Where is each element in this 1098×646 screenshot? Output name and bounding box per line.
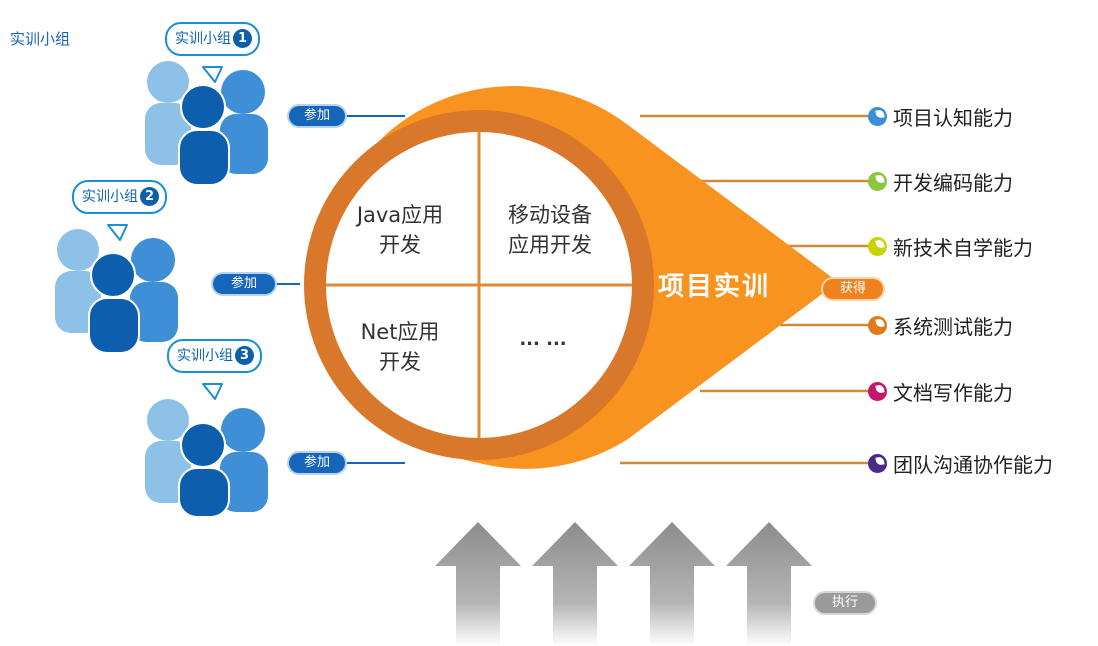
- ability-label: 开发编码能力: [893, 170, 1013, 195]
- ability-label: 项目认知能力: [893, 105, 1013, 130]
- quadrant-more-line1: ... ...: [519, 329, 567, 350]
- group-bubble-label: 实训小组: [175, 31, 231, 47]
- up-arrow-4: [726, 522, 812, 646]
- bubble-tail-2: [107, 224, 128, 241]
- people-group-2: [55, 229, 178, 354]
- quadrant-mobile-line2: 应用开发: [508, 233, 592, 257]
- up-arrow-2: [532, 522, 618, 646]
- join-badge-2: 参加: [213, 274, 275, 294]
- ability-icon: [868, 315, 887, 335]
- ability-label: 文档写作能力: [893, 380, 1013, 405]
- quadrant-net-line2: 开发: [379, 350, 421, 374]
- group-number-badge: 1: [233, 29, 252, 48]
- page-title: 实训小组: [10, 30, 71, 48]
- ability-item-4: 系统测试能力: [868, 311, 1013, 339]
- ability-item-6: 团队沟通协作能力: [868, 449, 1053, 477]
- quadrant-dividers: [326, 132, 632, 438]
- ability-icon: [868, 453, 887, 473]
- quadrant-mobile-line1: 移动设备: [508, 203, 592, 227]
- join-badge-1: 参加: [289, 106, 345, 126]
- bubble-tail-3: [202, 383, 223, 400]
- center-title: 项目实训: [658, 272, 771, 302]
- execute-badge: 执行: [815, 593, 875, 613]
- ability-item-3: 新技术自学能力: [868, 232, 1033, 260]
- ability-icon: [868, 106, 887, 126]
- quadrant-more: ... ...: [470, 325, 616, 355]
- ability-label: 系统测试能力: [893, 314, 1013, 339]
- up-arrow-3: [629, 522, 715, 646]
- ability-item-5: 文档写作能力: [868, 377, 1013, 405]
- ability-label: 团队沟通协作能力: [893, 452, 1053, 477]
- ability-label: 新技术自学能力: [893, 235, 1033, 260]
- join-badge-3: 参加: [289, 453, 345, 473]
- gain-badge: 获得: [823, 279, 883, 299]
- quadrant-java-line1: Java应用: [356, 203, 444, 227]
- quadrant-java-line2: 开发: [379, 233, 421, 257]
- ability-icon: [868, 381, 887, 401]
- quadrant-mobile: 移动设备 应用开发: [477, 200, 623, 260]
- people-group-1: [145, 61, 268, 186]
- group-connector-lines: [275, 115, 405, 464]
- group-bubble-label: 实训小组: [82, 189, 138, 205]
- ability-icon: [868, 171, 887, 191]
- ability-item-1: 项目认知能力: [868, 102, 1013, 130]
- quadrant-net-line1: Net应用: [360, 320, 440, 344]
- bubble-tail-1: [202, 66, 223, 83]
- group-number-badge: 2: [140, 187, 159, 206]
- quadrant-java: Java应用 开发: [327, 200, 473, 260]
- execute-arrows: [435, 522, 812, 646]
- ability-item-2: 开发编码能力: [868, 167, 1013, 195]
- group-bubble-label: 实训小组: [177, 348, 233, 364]
- up-arrow-1: [435, 522, 521, 646]
- group-number-badge: 3: [235, 346, 254, 365]
- quadrant-net: Net应用 开发: [327, 317, 473, 377]
- people-group-3: [145, 399, 268, 518]
- ability-icon: [868, 236, 887, 256]
